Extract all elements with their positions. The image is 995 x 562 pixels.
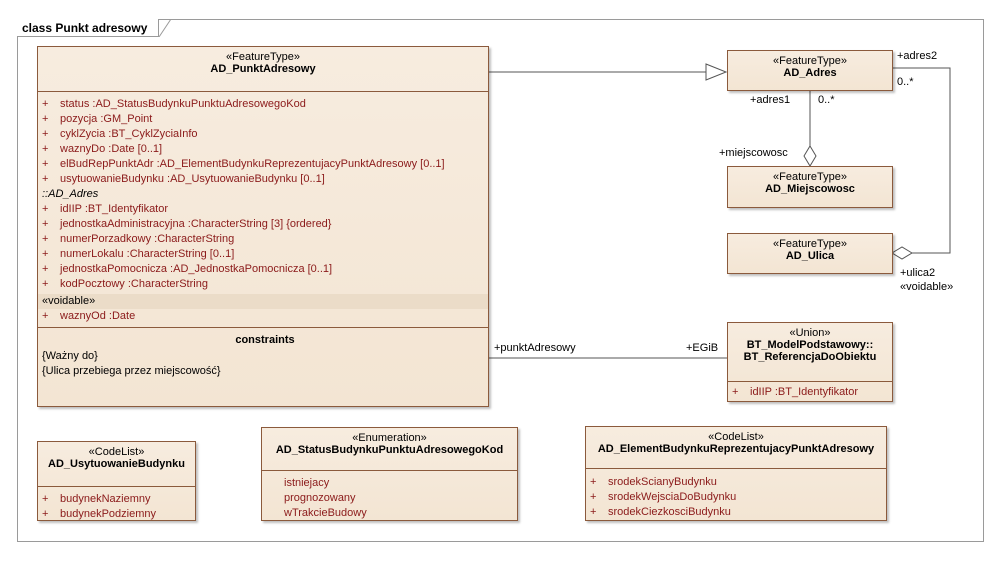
inherited-from: ::AD_Adres xyxy=(42,188,99,200)
class-bt-referencja-do-obiektu[interactable]: «Union» BT_ModelPodstawowy:: BT_Referenc… xyxy=(727,322,893,402)
role-label-punkt-adresowy: +punktAdresowy xyxy=(494,342,576,354)
attribute: +idIIP :BT_Identyfikator xyxy=(42,203,169,215)
attribute: +status :AD_StatusBudynkuPunktuAdresoweg… xyxy=(42,98,306,110)
voidable-label: «voidable» xyxy=(900,281,954,293)
role-label-egib: +EGiB xyxy=(686,342,719,354)
role-label-adres1: +adres1 xyxy=(750,94,791,106)
class-name: AD_ElementBudynkuReprezentujacyPunktAdre… xyxy=(597,443,875,455)
constraint: {Ważny do} xyxy=(42,350,98,362)
attribute: +elBudRepPunktAdr :AD_ElementBudynkuRepr… xyxy=(42,158,445,170)
enum-literal: prognozowany xyxy=(284,492,356,504)
enum-literal: istniejacy xyxy=(284,477,330,489)
class-name: AD_Ulica xyxy=(785,250,835,262)
stereotype: «Union» xyxy=(789,327,831,339)
attribute: +waznyOd :Date xyxy=(42,310,136,322)
attribute: +cyklZycia :BT_CyklZyciaInfo xyxy=(42,128,198,140)
attribute: +idIIP :BT_Identyfikator xyxy=(732,386,859,398)
attribute: +budynekPodziemny xyxy=(42,508,157,520)
stereotype: «CodeList» xyxy=(88,446,145,458)
attribute: +jednostkaPomocnicza :AD_JednostkaPomocn… xyxy=(42,263,333,275)
attribute: +srodekWejsciaDoBudynku xyxy=(590,491,737,503)
class-ad-miejscowosc[interactable]: «FeatureType» AD_Miejscowosc xyxy=(727,166,893,208)
class-name: BT_ModelPodstawowy:: xyxy=(746,339,874,351)
attribute: +numerLokalu :CharacterString [0..1] xyxy=(42,248,235,260)
attribute: +budynekNaziemny xyxy=(42,493,151,505)
role-label-adres2: +adres2 xyxy=(897,50,938,62)
attribute: +pozycja :GM_Point xyxy=(42,113,153,125)
frame-tab-corner xyxy=(159,19,171,37)
class-name: AD_Miejscowosc xyxy=(765,183,855,195)
class-name: AD_PunktAdresowy xyxy=(210,63,316,75)
stereotype: «FeatureType» xyxy=(773,238,847,250)
attribute: +kodPocztowy :CharacterString xyxy=(42,278,208,290)
class-ad-element-budynku[interactable]: «CodeList» AD_ElementBudynkuReprezentuja… xyxy=(585,426,887,521)
attribute: +numerPorzadkowy :CharacterString xyxy=(42,233,235,245)
stereotype: «CodeList» xyxy=(708,431,764,443)
role-label-ulica2: +ulica2 xyxy=(900,267,936,279)
diagram-title: class Punkt adresowy xyxy=(17,19,159,37)
multiplicity-label: 0..* xyxy=(818,94,835,106)
class-name: BT_ReferencjaDoObiektu xyxy=(743,351,877,363)
class-name: AD_Adres xyxy=(783,67,837,79)
class-ad-status-budynku[interactable]: «Enumeration» AD_StatusBudynkuPunktuAdre… xyxy=(261,427,518,521)
voidable-stereotype: «voidable» xyxy=(38,294,488,309)
class-name: AD_UsytuowanieBudynku xyxy=(48,458,185,470)
stereotype: «FeatureType» xyxy=(226,51,300,63)
enum-literal: wTrakcieBudowy xyxy=(284,507,367,519)
class-ad-usytuowanie-budynku[interactable]: «CodeList» AD_UsytuowanieBudynku +budyne… xyxy=(37,441,196,521)
stereotype: «FeatureType» xyxy=(773,55,847,67)
multiplicity-label: 0..* xyxy=(897,76,914,88)
attribute: +jednostkaAdministracyjna :CharacterStri… xyxy=(42,218,332,230)
role-label-miejscowosc: +miejscowosc xyxy=(719,147,788,159)
constraints-title: constraints xyxy=(235,334,295,346)
attribute: +srodekScianyBudynku xyxy=(590,476,717,488)
attribute: +usytuowanieBudynku :AD_UsytuowanieBudyn… xyxy=(42,173,325,185)
attribute: +srodekCiezkosciBudynku xyxy=(590,506,731,518)
attribute: +waznyDo :Date [0..1] xyxy=(42,143,163,155)
constraint: {Ulica przebiega przez miejscowość} xyxy=(42,365,221,377)
class-ad-ulica[interactable]: «FeatureType» AD_Ulica xyxy=(727,233,893,274)
class-ad-punkt-adresowy[interactable]: «FeatureType» AD_PunktAdresowy +status :… xyxy=(37,46,489,407)
stereotype: «Enumeration» xyxy=(352,432,427,444)
class-name: AD_StatusBudynkuPunktuAdresowegoKod xyxy=(275,444,504,456)
stereotype: «FeatureType» xyxy=(773,171,847,183)
class-ad-adres[interactable]: «FeatureType» AD_Adres xyxy=(727,50,893,91)
